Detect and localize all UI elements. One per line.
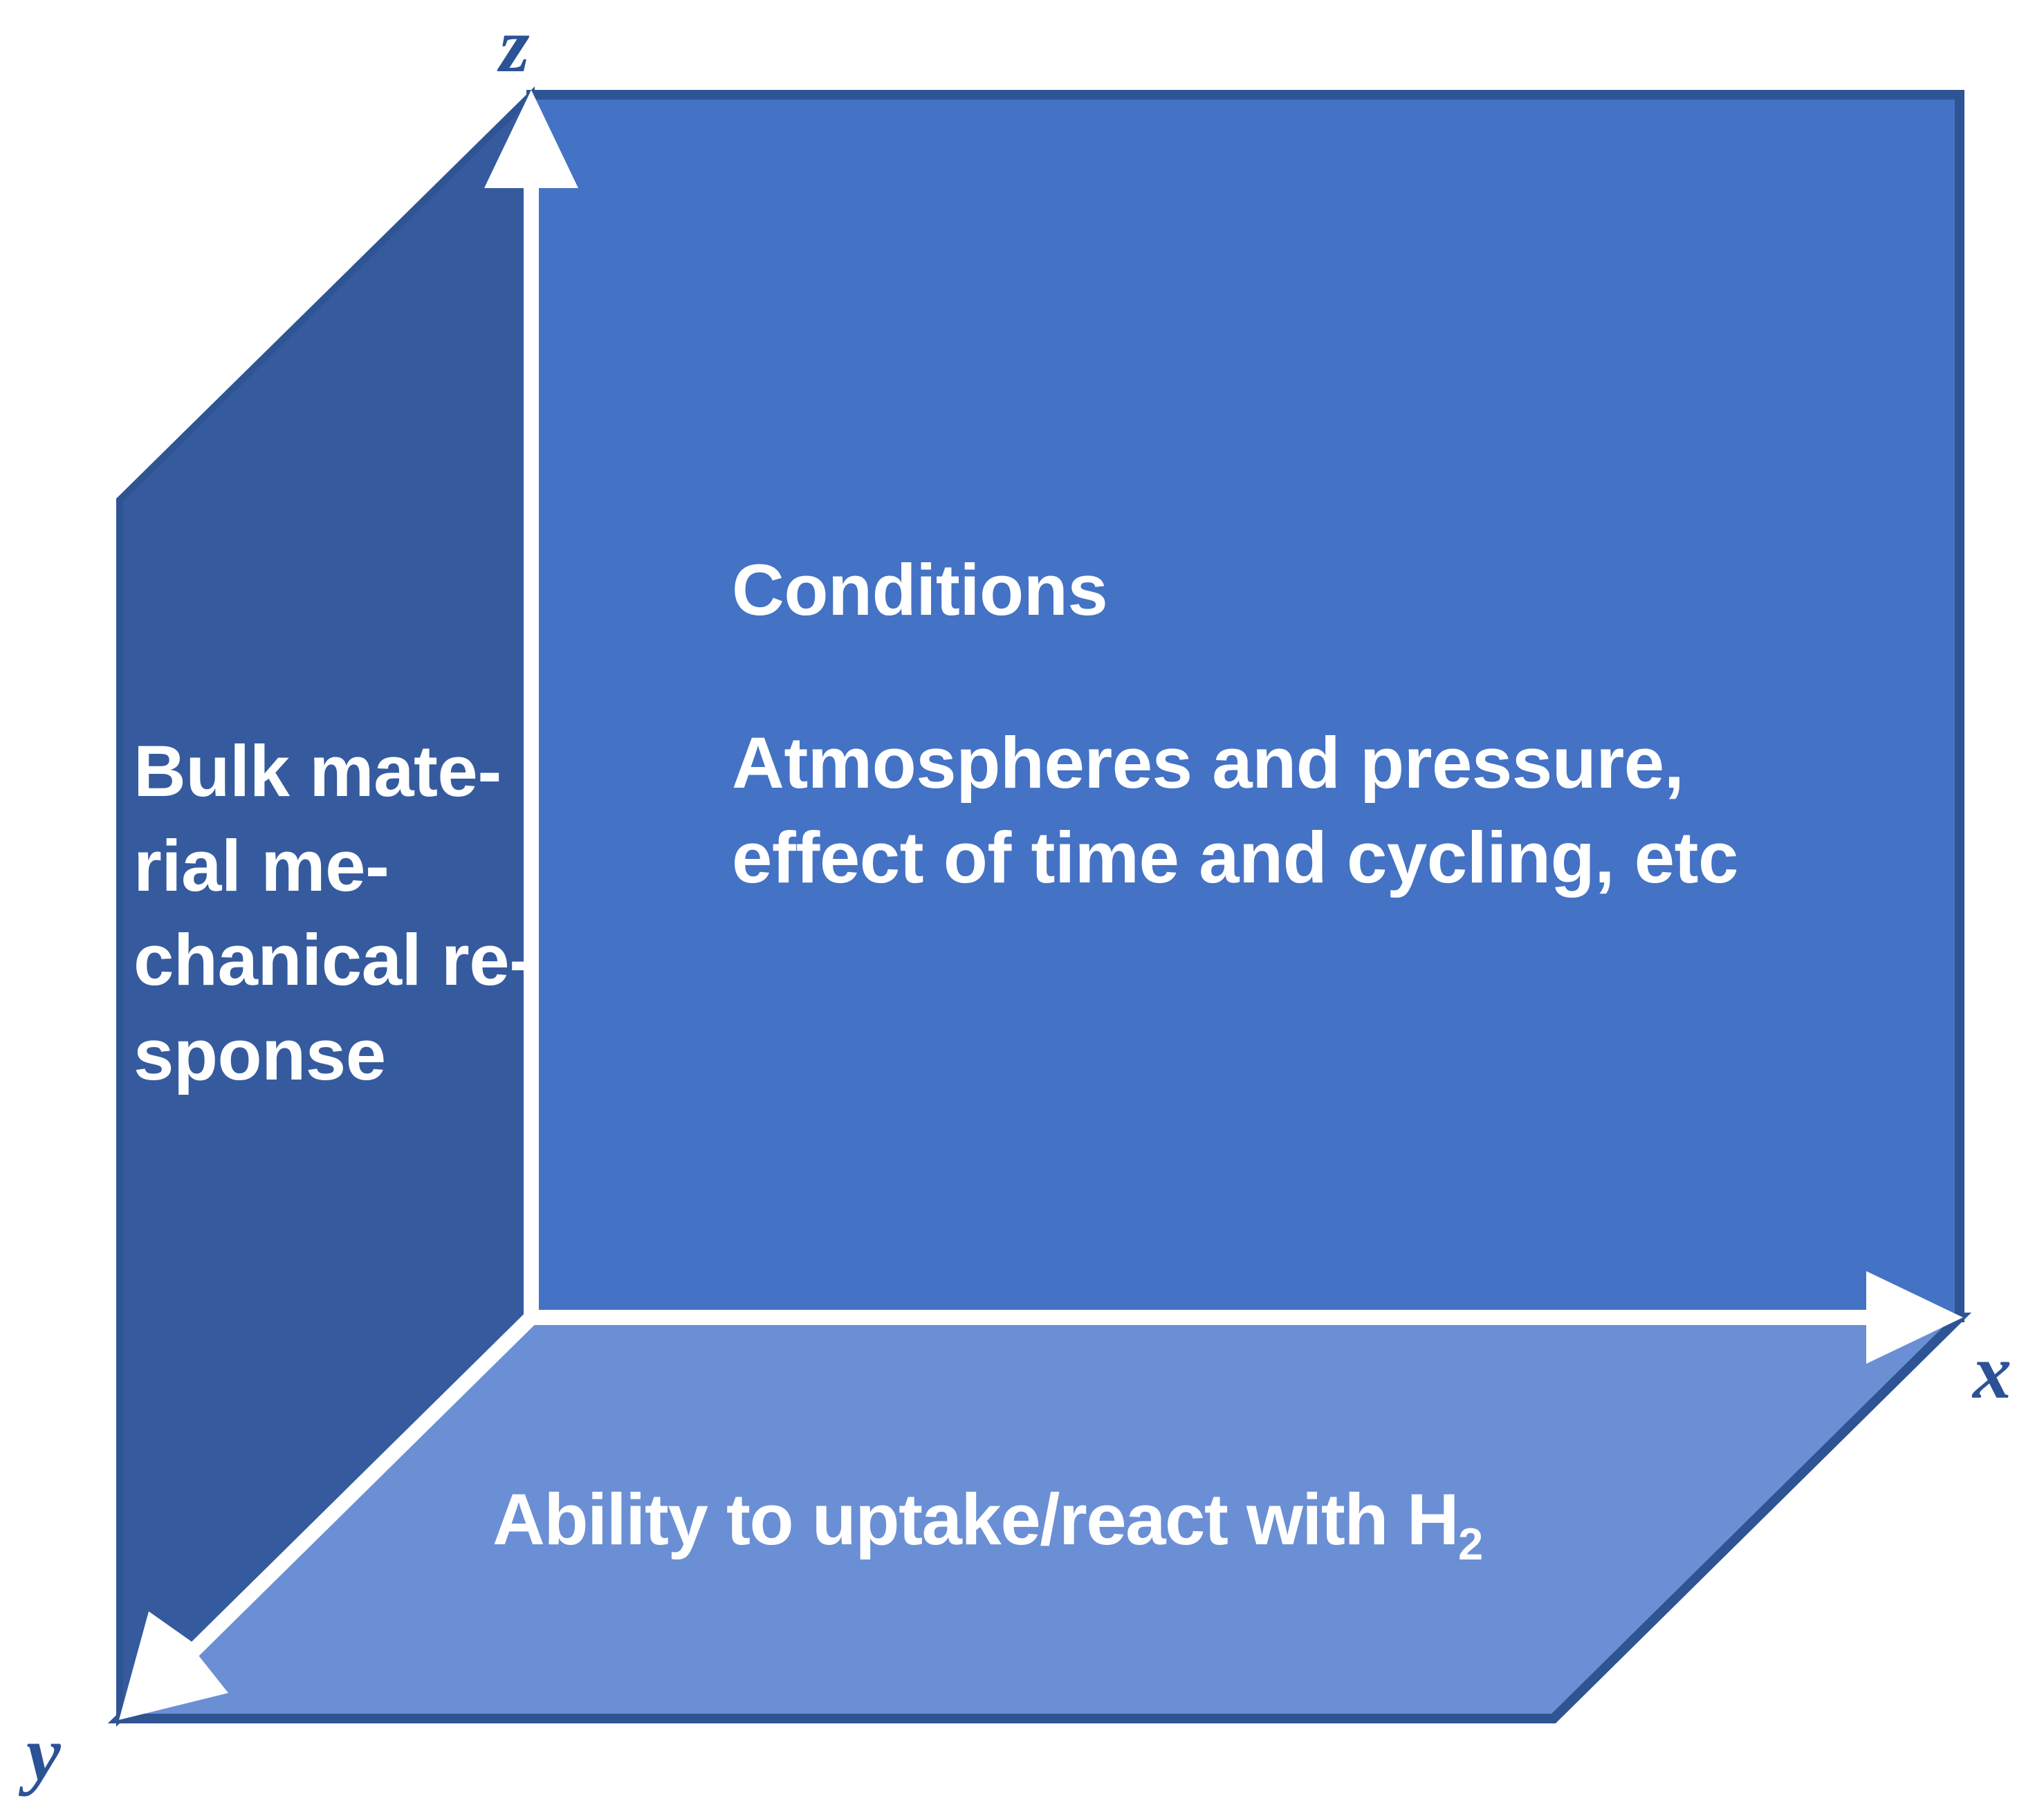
floor-panel-label-main: Ability to uptake/react with H	[492, 1479, 1460, 1560]
z-axis-line	[484, 90, 578, 1317]
side-panel-label: Bulk mate- rial me- chanical re- sponse	[133, 731, 533, 1095]
y-axis-line	[119, 1312, 537, 1720]
back-panel-heading: Conditions	[732, 550, 1108, 631]
axis-label-x: x	[1973, 1329, 2011, 1415]
back-panel-body-text: Atmospheres and pressure, effect of time…	[732, 723, 1738, 898]
x-axis-line	[531, 1271, 1963, 1364]
axis-label-z: z	[499, 3, 530, 89]
axis-label-y: y	[26, 1711, 61, 1797]
back-panel-shape	[526, 90, 1964, 1322]
floor-panel-label: Ability to uptake/react with H2	[492, 1473, 1483, 1569]
floor-panel-label-subscript: 2	[1458, 1519, 1483, 1569]
